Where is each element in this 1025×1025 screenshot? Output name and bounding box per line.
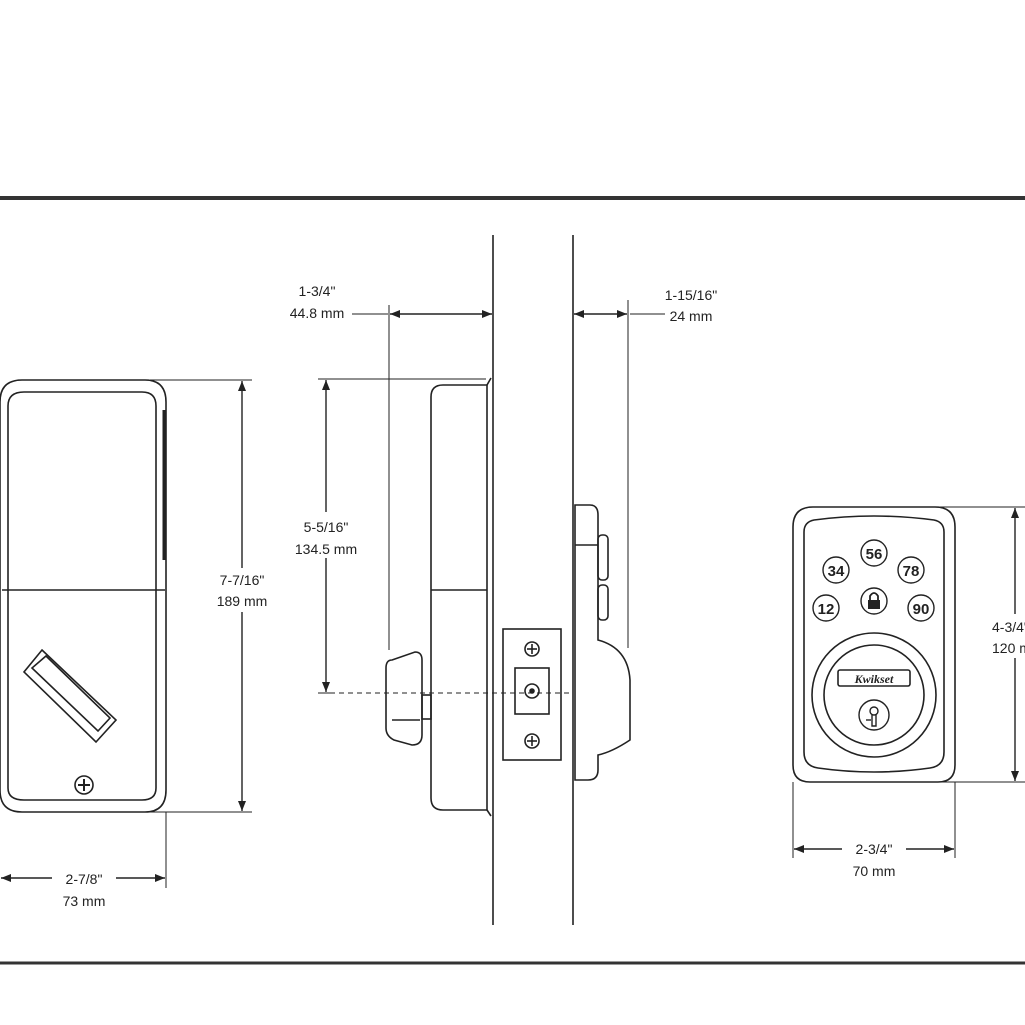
interior-height-mm: 189 mm — [217, 593, 268, 609]
exterior-height-dimension — [915, 506, 1025, 783]
latch-plate — [502, 628, 562, 761]
key-label-56: 56 — [866, 546, 883, 563]
exterior-housing-side — [574, 504, 631, 781]
exterior-depth-dimension — [574, 300, 665, 648]
keyhole-icon — [858, 699, 890, 731]
interior-housing-side — [385, 377, 492, 817]
exterior-depth-inch: 1-15/16" — [665, 287, 717, 303]
padlock-icon — [868, 592, 880, 609]
interior-width-mm: 73 mm — [63, 893, 106, 909]
interior-height-inch: 7-7/16" — [220, 572, 265, 588]
key-label-34: 34 — [828, 563, 845, 580]
door-thickness-dimension — [352, 305, 492, 650]
side-height-dimension — [294, 378, 486, 694]
door-thickness-inch: 1-3/4" — [299, 283, 336, 299]
lock-button[interactable] — [860, 587, 888, 615]
key-button-34[interactable]: 34 — [822, 556, 850, 584]
exterior-depth-mm: 24 mm — [670, 308, 713, 324]
door-section — [492, 235, 574, 925]
exterior-width-dimension — [792, 782, 956, 859]
key-label-90: 90 — [913, 601, 930, 618]
key-cylinder — [811, 632, 937, 758]
plate-screw-top-icon — [524, 641, 540, 657]
interior-unit — [0, 379, 167, 813]
key-button-78[interactable]: 78 — [897, 556, 925, 584]
thumb-turn — [22, 648, 118, 744]
side-height-inch: 5-5/16" — [304, 519, 349, 535]
key-button-90[interactable]: 90 — [907, 594, 935, 622]
exterior-width-mm: 70 mm — [853, 863, 896, 879]
door-thickness-mm: 44.8 mm — [290, 305, 344, 321]
interior-width-inch: 2-7/8" — [66, 871, 103, 887]
plate-screw-bottom-icon — [524, 733, 540, 749]
screw-icon — [74, 775, 94, 795]
brand-logo: Kwikset — [854, 672, 894, 686]
key-label-12: 12 — [818, 601, 835, 618]
key-button-56[interactable]: 56 — [860, 539, 888, 567]
interior-height-dimension — [150, 379, 272, 813]
side-height-mm: 134.5 mm — [295, 541, 357, 557]
exterior-width-inch: 2-3/4" — [856, 841, 893, 857]
exterior-height-mm: 120 mm — [992, 640, 1025, 656]
key-button-12[interactable]: 12 — [812, 594, 840, 622]
interior-width-dimension — [1, 812, 167, 888]
key-label-78: 78 — [903, 563, 920, 580]
exterior-height-inch: 4-3/4" — [992, 619, 1025, 635]
